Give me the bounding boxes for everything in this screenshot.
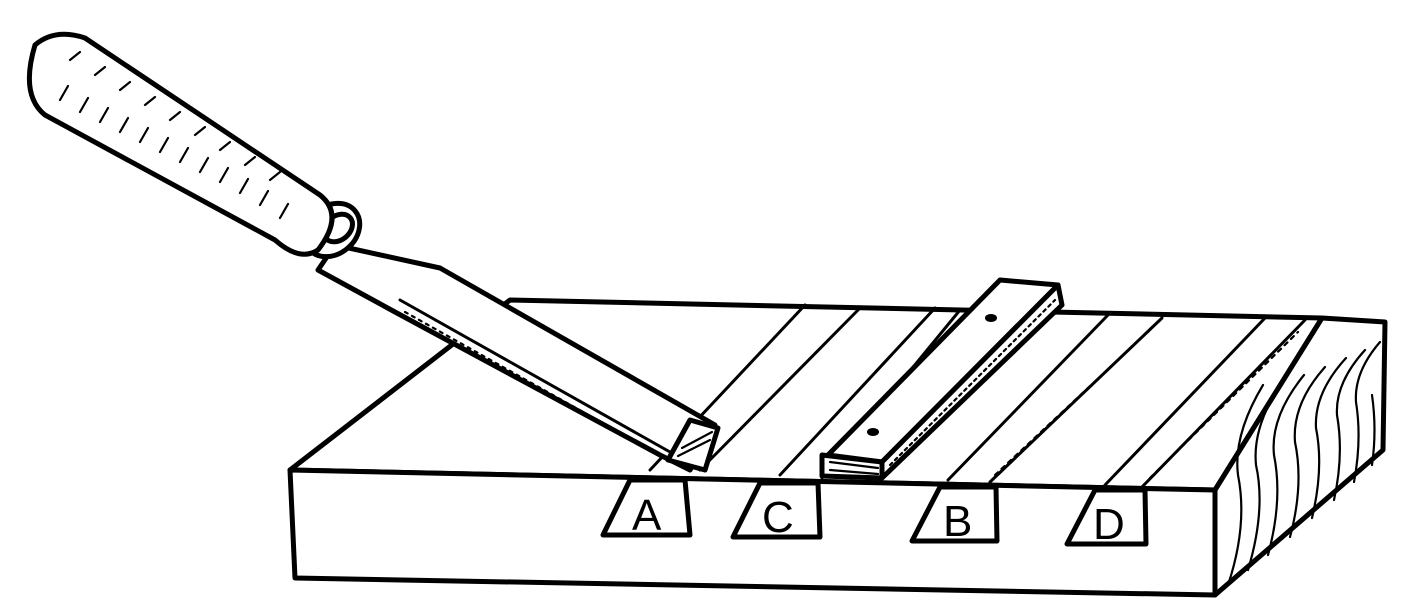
chisel-handle bbox=[29, 34, 332, 254]
label-A: A bbox=[632, 491, 662, 540]
label-D: D bbox=[1093, 500, 1125, 549]
label-B: B bbox=[943, 497, 972, 546]
label-C: C bbox=[762, 493, 794, 542]
